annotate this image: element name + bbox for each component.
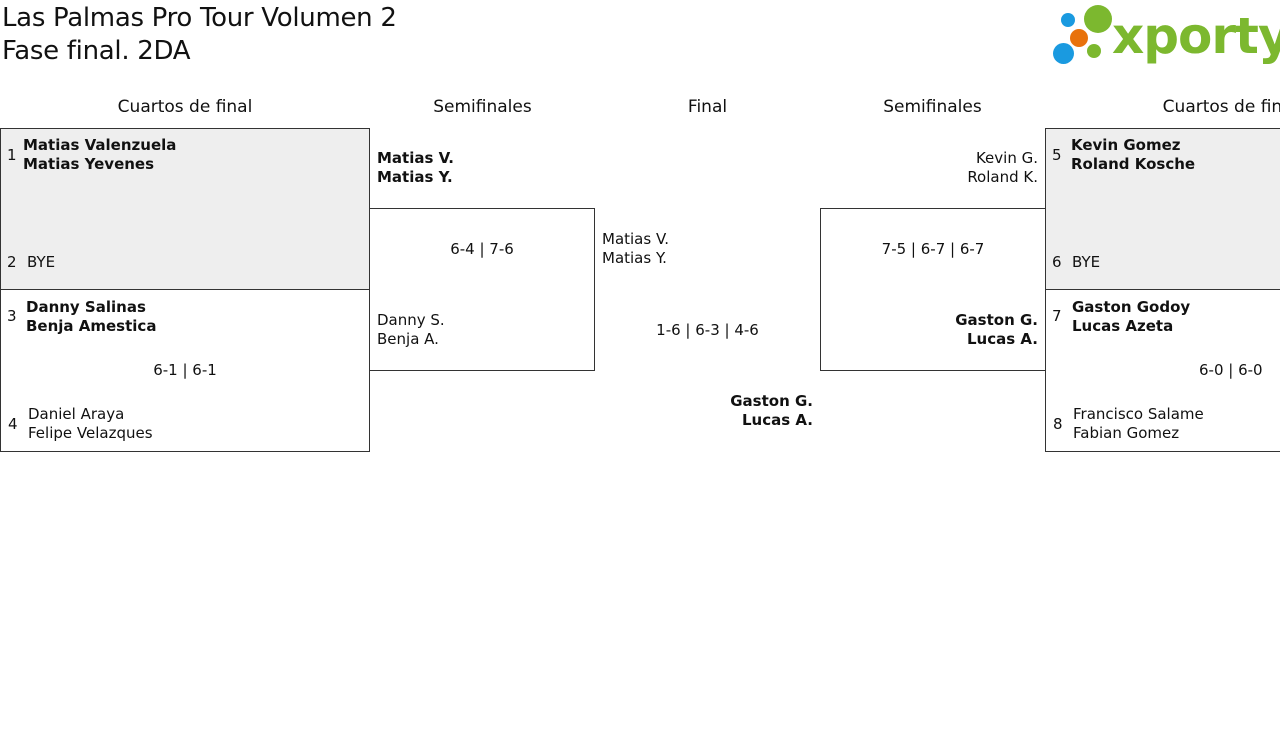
logo-dot-green (1084, 5, 1112, 33)
page-title: Las Palmas Pro Tour Volumen 2 Fase final… (2, 2, 397, 68)
player-name: Matias V. (602, 230, 670, 248)
player-name: Daniel Araya (28, 405, 125, 423)
player-name: Francisco Salame (1073, 405, 1204, 423)
player-name: Benja A. (377, 330, 439, 348)
player-name: Danny S. (377, 311, 445, 329)
round-title-left-semi: Semifinales (433, 97, 532, 117)
round-title-right-semi: Semifinales (883, 97, 982, 117)
match-left-quarter-1[interactable] (0, 128, 370, 290)
player-name: Kevin G. (975, 149, 1038, 167)
match-score: 7-5 | 6-7 | 6-7 (881, 240, 985, 258)
seed-number: 5 (1052, 146, 1062, 164)
player-name: Roland Kosche (1071, 155, 1196, 173)
title-line-1: Las Palmas Pro Tour Volumen 2 (2, 3, 397, 33)
round-title-final: Final (687, 97, 728, 117)
seed-number: 1 (7, 146, 17, 164)
logo-dot-blue-small (1061, 13, 1075, 27)
seed-number: 2 (7, 253, 17, 271)
logo-dot-orange (1070, 29, 1088, 47)
match-score: 6-0 | 6-0 (1199, 361, 1263, 379)
match-score: 6-1 | 6-1 (153, 361, 217, 379)
player-name: Lucas A. (967, 330, 1038, 348)
player-name: Matias V. (377, 149, 455, 167)
player-name: BYE (1072, 253, 1101, 271)
player-name: Matias Y. (377, 168, 453, 186)
seed-number: 8 (1053, 415, 1063, 433)
player-name: Fabian Gomez (1073, 424, 1180, 442)
logo-wordmark: xporty (1112, 7, 1280, 65)
logo-dot-blue-large (1053, 43, 1074, 64)
player-name: Gaston G. (955, 311, 1038, 329)
seed-number: 6 (1052, 253, 1062, 271)
player-name: Gaston G. (730, 392, 813, 410)
player-name: Kevin Gomez (1071, 136, 1181, 154)
logo-dot-green-small (1087, 44, 1101, 58)
match-score: 1-6 | 6-3 | 4-6 (656, 321, 759, 339)
match-right-quarter-2[interactable] (1045, 289, 1280, 452)
match-score: 6-4 | 7-6 (450, 240, 514, 258)
seed-number: 3 (7, 307, 17, 325)
player-name: Felipe Velazques (28, 424, 153, 442)
round-title-right-quarter: Cuartos de final (1162, 97, 1280, 117)
player-name: Matias Valenzuela (23, 136, 177, 154)
player-name: Lucas Azeta (1072, 317, 1174, 335)
player-name: Matias Yevenes (23, 155, 155, 173)
player-name: Matias Y. (602, 249, 667, 267)
player-name: Lucas A. (742, 411, 813, 429)
player-name: Gaston Godoy (1072, 298, 1191, 316)
seed-number: 4 (8, 415, 18, 433)
title-line-2: Fase final. 2DA (2, 36, 191, 66)
match-left-semi[interactable] (369, 208, 595, 371)
player-name: Danny Salinas (26, 298, 146, 316)
player-name: Roland K. (967, 168, 1038, 186)
seed-number: 7 (1052, 307, 1062, 325)
round-title-left-quarter: Cuartos de final (117, 97, 253, 117)
player-name: Benja Amestica (26, 317, 157, 335)
player-name: BYE (27, 253, 56, 271)
